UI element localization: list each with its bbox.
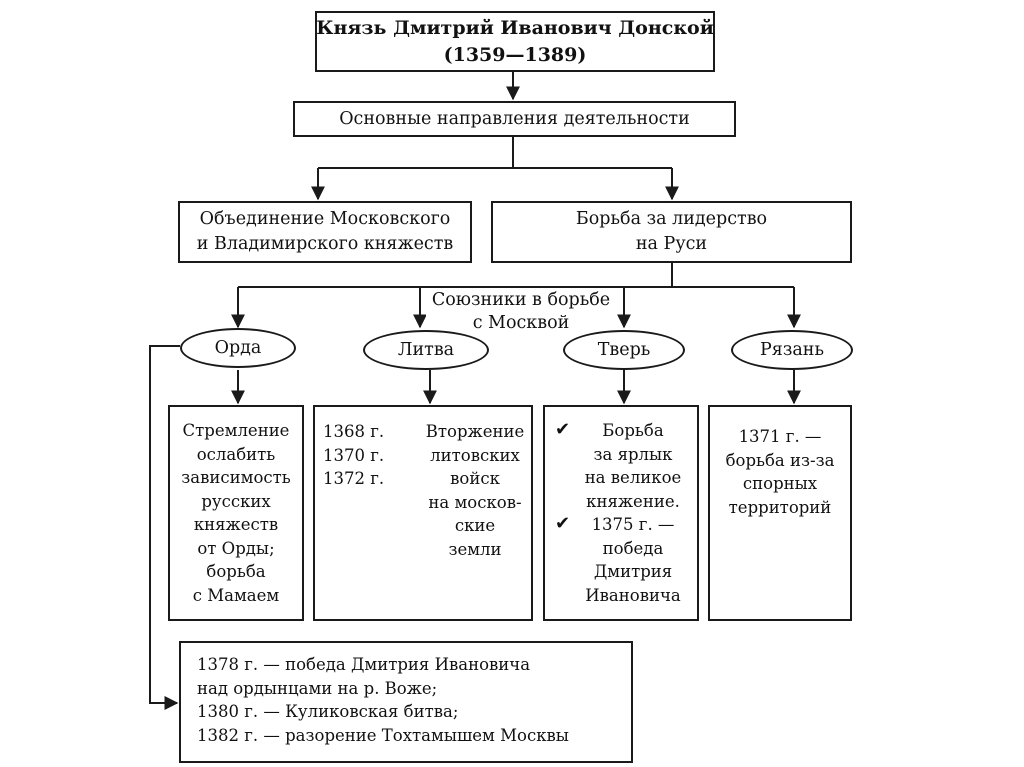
litva-box: 1368 г. 1370 г. 1372 г. Вторжение литовс… — [313, 405, 533, 621]
left-branch-line1: Объединение Московского — [199, 209, 451, 229]
tver-item1-line: за ярлык — [593, 444, 673, 464]
litva-year: 1370 г. — [323, 445, 385, 465]
tver-item1-line: Борьба — [602, 421, 664, 440]
tver-item-2: ✔ 1375 г. — победа Дмитрия Ивановича — [555, 513, 697, 607]
tver-item2-line: Дмитрия — [593, 562, 673, 581]
ryazan-box: 1371 г. — борьба из-за спорных территори… — [708, 405, 852, 621]
orda-text-line: с Мамаем — [192, 585, 280, 605]
litva-text-line: войск — [450, 469, 500, 488]
directions-box: Основные направления деятельности — [293, 101, 736, 137]
bottom-events-box: 1378 г. — победа Дмитрия Ивановича над о… — [179, 641, 633, 763]
ryazan-text-line: спорных — [742, 474, 818, 493]
orda-text-line: борьба — [206, 562, 266, 581]
litva-text: Вторжение литовских войск на москов- ски… — [419, 420, 531, 561]
event-line: 1378 г. — победа Дмитрия Ивановича — [197, 655, 531, 674]
event-line: 1382 г. — разорение Тохтамышем Москвы — [197, 725, 569, 745]
oval-tver-label: Тверь — [597, 340, 651, 360]
tver-item2-line: Ивановича — [585, 585, 681, 605]
allies-label: Союзники в борьбе с Москвой — [426, 289, 616, 335]
oval-litva-label: Литва — [397, 340, 455, 360]
ryazan-text-line: 1371 г. — — [738, 427, 822, 446]
tver-item-1: ✔ Борьба за ярлык на великое княжение. — [555, 419, 697, 513]
litva-text-line: земли — [448, 539, 502, 559]
orda-text-line: русских — [201, 491, 271, 511]
orda-text-line: зависимость — [181, 468, 291, 487]
litva-text-line: литовских — [430, 445, 520, 465]
right-branch-line2: на Руси — [635, 234, 708, 254]
check-icon: ✔ — [555, 419, 571, 440]
arrow-orda-to-bottom — [149, 345, 180, 710]
litva-year: 1372 г. — [323, 469, 385, 488]
oval-litva: Литва — [363, 330, 489, 370]
oval-ryazan-label: Рязань — [760, 340, 824, 360]
oval-ryazan: Рязань — [731, 330, 853, 370]
orda-text-line: ослабить — [196, 444, 276, 464]
top-box-dmitry-donskoy: Князь Дмитрий Иванович Донской (1359—138… — [315, 11, 715, 72]
tver-item2-line: победа — [602, 538, 664, 558]
ryazan-text-line: борьба из-за — [725, 450, 835, 470]
top-title: Князь Дмитрий Иванович Донской — [316, 16, 714, 39]
orda-text-line: Стремление — [182, 421, 290, 440]
tver-item2-line: 1375 г. — — [591, 515, 675, 534]
tver-item1-line: княжение. — [586, 491, 680, 511]
right-branch-box: Борьба за лидерство на Руси — [491, 201, 852, 263]
litva-year: 1368 г. — [323, 422, 385, 441]
top-years: (1359—1389) — [443, 43, 587, 66]
orda-text-line: от Орды; — [197, 538, 275, 558]
allies-label-line2: с Москвой — [472, 313, 570, 333]
right-branch-line1: Борьба за лидерство — [575, 209, 768, 229]
orda-box: Стремление ослабить зависимость русских … — [168, 405, 304, 621]
left-branch-line2: и Владимирского княжеств — [196, 234, 454, 254]
oval-orda-label: Орда — [214, 338, 262, 358]
oval-tver: Тверь — [563, 330, 685, 370]
left-branch-box: Объединение Московского и Владимирского … — [178, 201, 472, 263]
litva-text-line: Вторжение — [425, 422, 525, 441]
check-icon: ✔ — [555, 513, 571, 534]
event-line: 1380 г. — Куликовская битва; — [197, 702, 459, 721]
event-line: над ордынцами на р. Воже; — [197, 678, 438, 698]
ryazan-text-line: территорий — [728, 497, 832, 517]
litva-years: 1368 г. 1370 г. 1372 г. — [323, 420, 384, 491]
orda-text-line: княжеств — [193, 515, 279, 534]
allies-label-line1: Союзники в борьбе — [431, 290, 611, 310]
tver-box: ✔ Борьба за ярлык на великое княжение. ✔… — [543, 405, 699, 621]
litva-text-line: ские — [454, 516, 496, 535]
tver-item1-line: на великое — [584, 468, 682, 487]
oval-orda: Орда — [180, 328, 296, 368]
directions-label: Основные направления деятельности — [339, 108, 690, 129]
litva-text-line: на москов- — [428, 492, 522, 512]
